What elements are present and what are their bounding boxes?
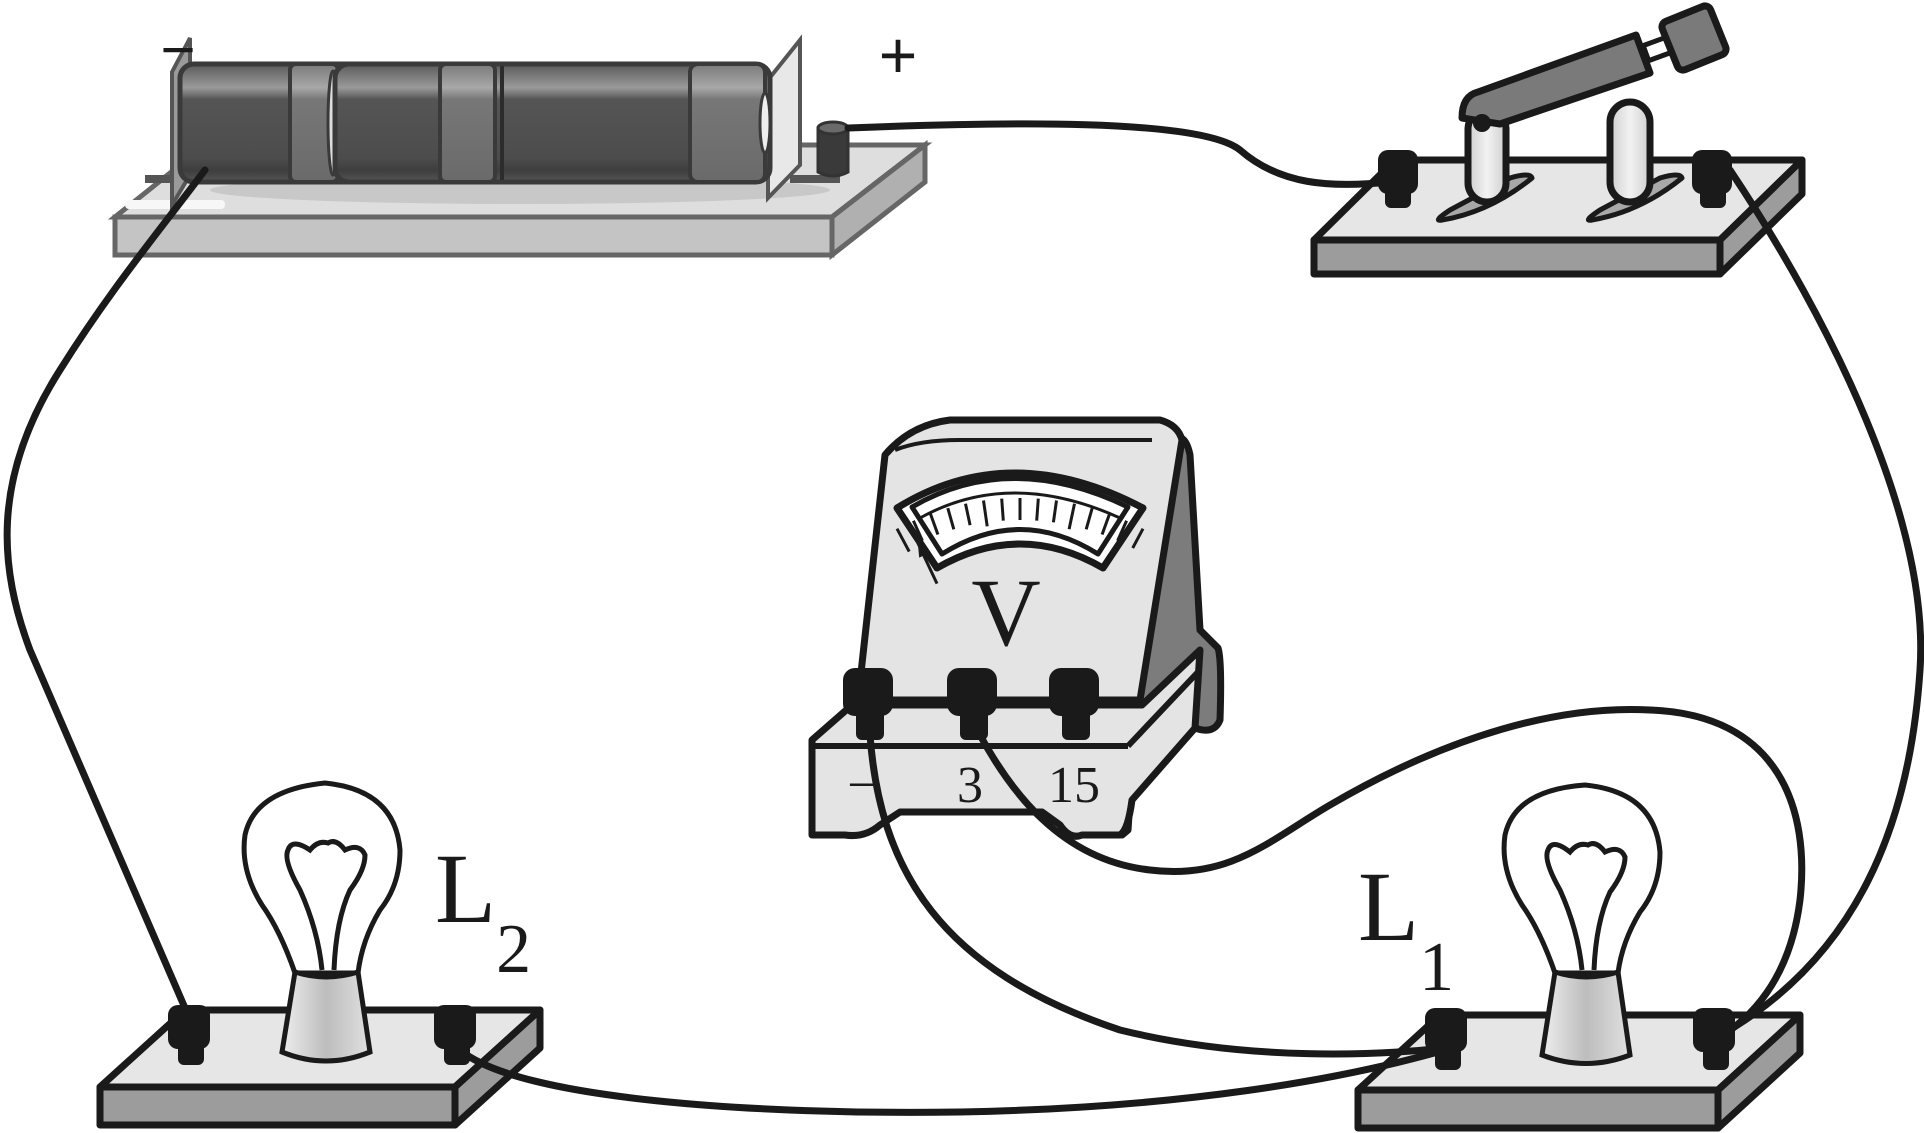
dial-tick: [982, 500, 989, 527]
voltmeter-label-3: 3: [957, 757, 983, 814]
wire-battery-to-switch[interactable]: [844, 120, 1394, 188]
dial-ticks: [895, 498, 1145, 553]
voltmeter-terminal-3[interactable]: [947, 668, 997, 740]
lamp-l2-label: L2: [435, 833, 531, 988]
voltmeter-label-15: 15: [1048, 757, 1100, 814]
battery-cell-2: [332, 61, 773, 185]
voltmeter-terminal-15[interactable]: [1049, 668, 1099, 740]
wire-l2-to-battery[interactable]: [3, 166, 209, 1012]
dial-tick: [1067, 503, 1076, 530]
dial-tick: [964, 503, 972, 526]
lamp-l1-board-front: [1354, 1086, 1722, 1132]
battery-negative-label: −: [160, 16, 195, 83]
dial-tick: [928, 513, 940, 536]
dial-tick: [1131, 527, 1145, 549]
wire-switch-to-l1[interactable]: [1708, 166, 1924, 1044]
lamp-l1-socket: [1539, 968, 1633, 1066]
battery-holder: − +: [107, 16, 933, 261]
lamp-l1: L1: [1354, 782, 1804, 1132]
voltmeter: V − 3 15: [808, 416, 1225, 840]
wire-l2-to-l1[interactable]: [456, 1046, 1449, 1116]
voltmeter-terminal-negative[interactable]: [843, 668, 893, 740]
lamp-l2-board-front: [96, 1083, 459, 1129]
lamp-l2: L2: [96, 780, 544, 1129]
voltmeter-needle: [916, 542, 939, 585]
knife-switch[interactable]: [1310, 2, 1806, 278]
battery-board-side: [829, 139, 928, 261]
switch-right-terminal[interactable]: [1692, 150, 1732, 208]
switch-lever[interactable]: [1458, 2, 1730, 132]
dial-tick: [1116, 520, 1128, 542]
dial-tick: [912, 520, 924, 542]
dial-tick: [1000, 498, 1005, 521]
lamp-l1-board-side: [1714, 1011, 1804, 1132]
wires: [3, 120, 1924, 1116]
battery-board-front: [112, 214, 835, 258]
wire-voltmeter-3-to-l1[interactable]: [976, 706, 1806, 1044]
dial-tick: [1100, 513, 1112, 536]
dial-tick: [1035, 498, 1040, 521]
dial-tick: [1084, 507, 1094, 530]
switch-contact-post: [1585, 98, 1685, 223]
dial-tick: [946, 507, 956, 530]
lamp-l2-left-terminal[interactable]: [168, 1005, 210, 1065]
battery-positive-terminal[interactable]: [790, 120, 850, 183]
voltmeter-symbol: V: [971, 559, 1040, 666]
lamp-l1-label: L1: [1358, 851, 1454, 1006]
dial-tick: [895, 527, 911, 553]
wire-voltmeter-negative-to-l1[interactable]: [866, 731, 1449, 1058]
lamp-l2-bulb: [241, 780, 403, 1064]
lamp-l1-bulb: [1501, 782, 1663, 1066]
dial-tick: [1051, 500, 1058, 523]
battery-positive-label: +: [879, 18, 918, 92]
voltmeter-dial: [893, 469, 1147, 585]
switch-board-front: [1310, 236, 1724, 278]
lamp-l2-socket: [279, 968, 373, 1064]
